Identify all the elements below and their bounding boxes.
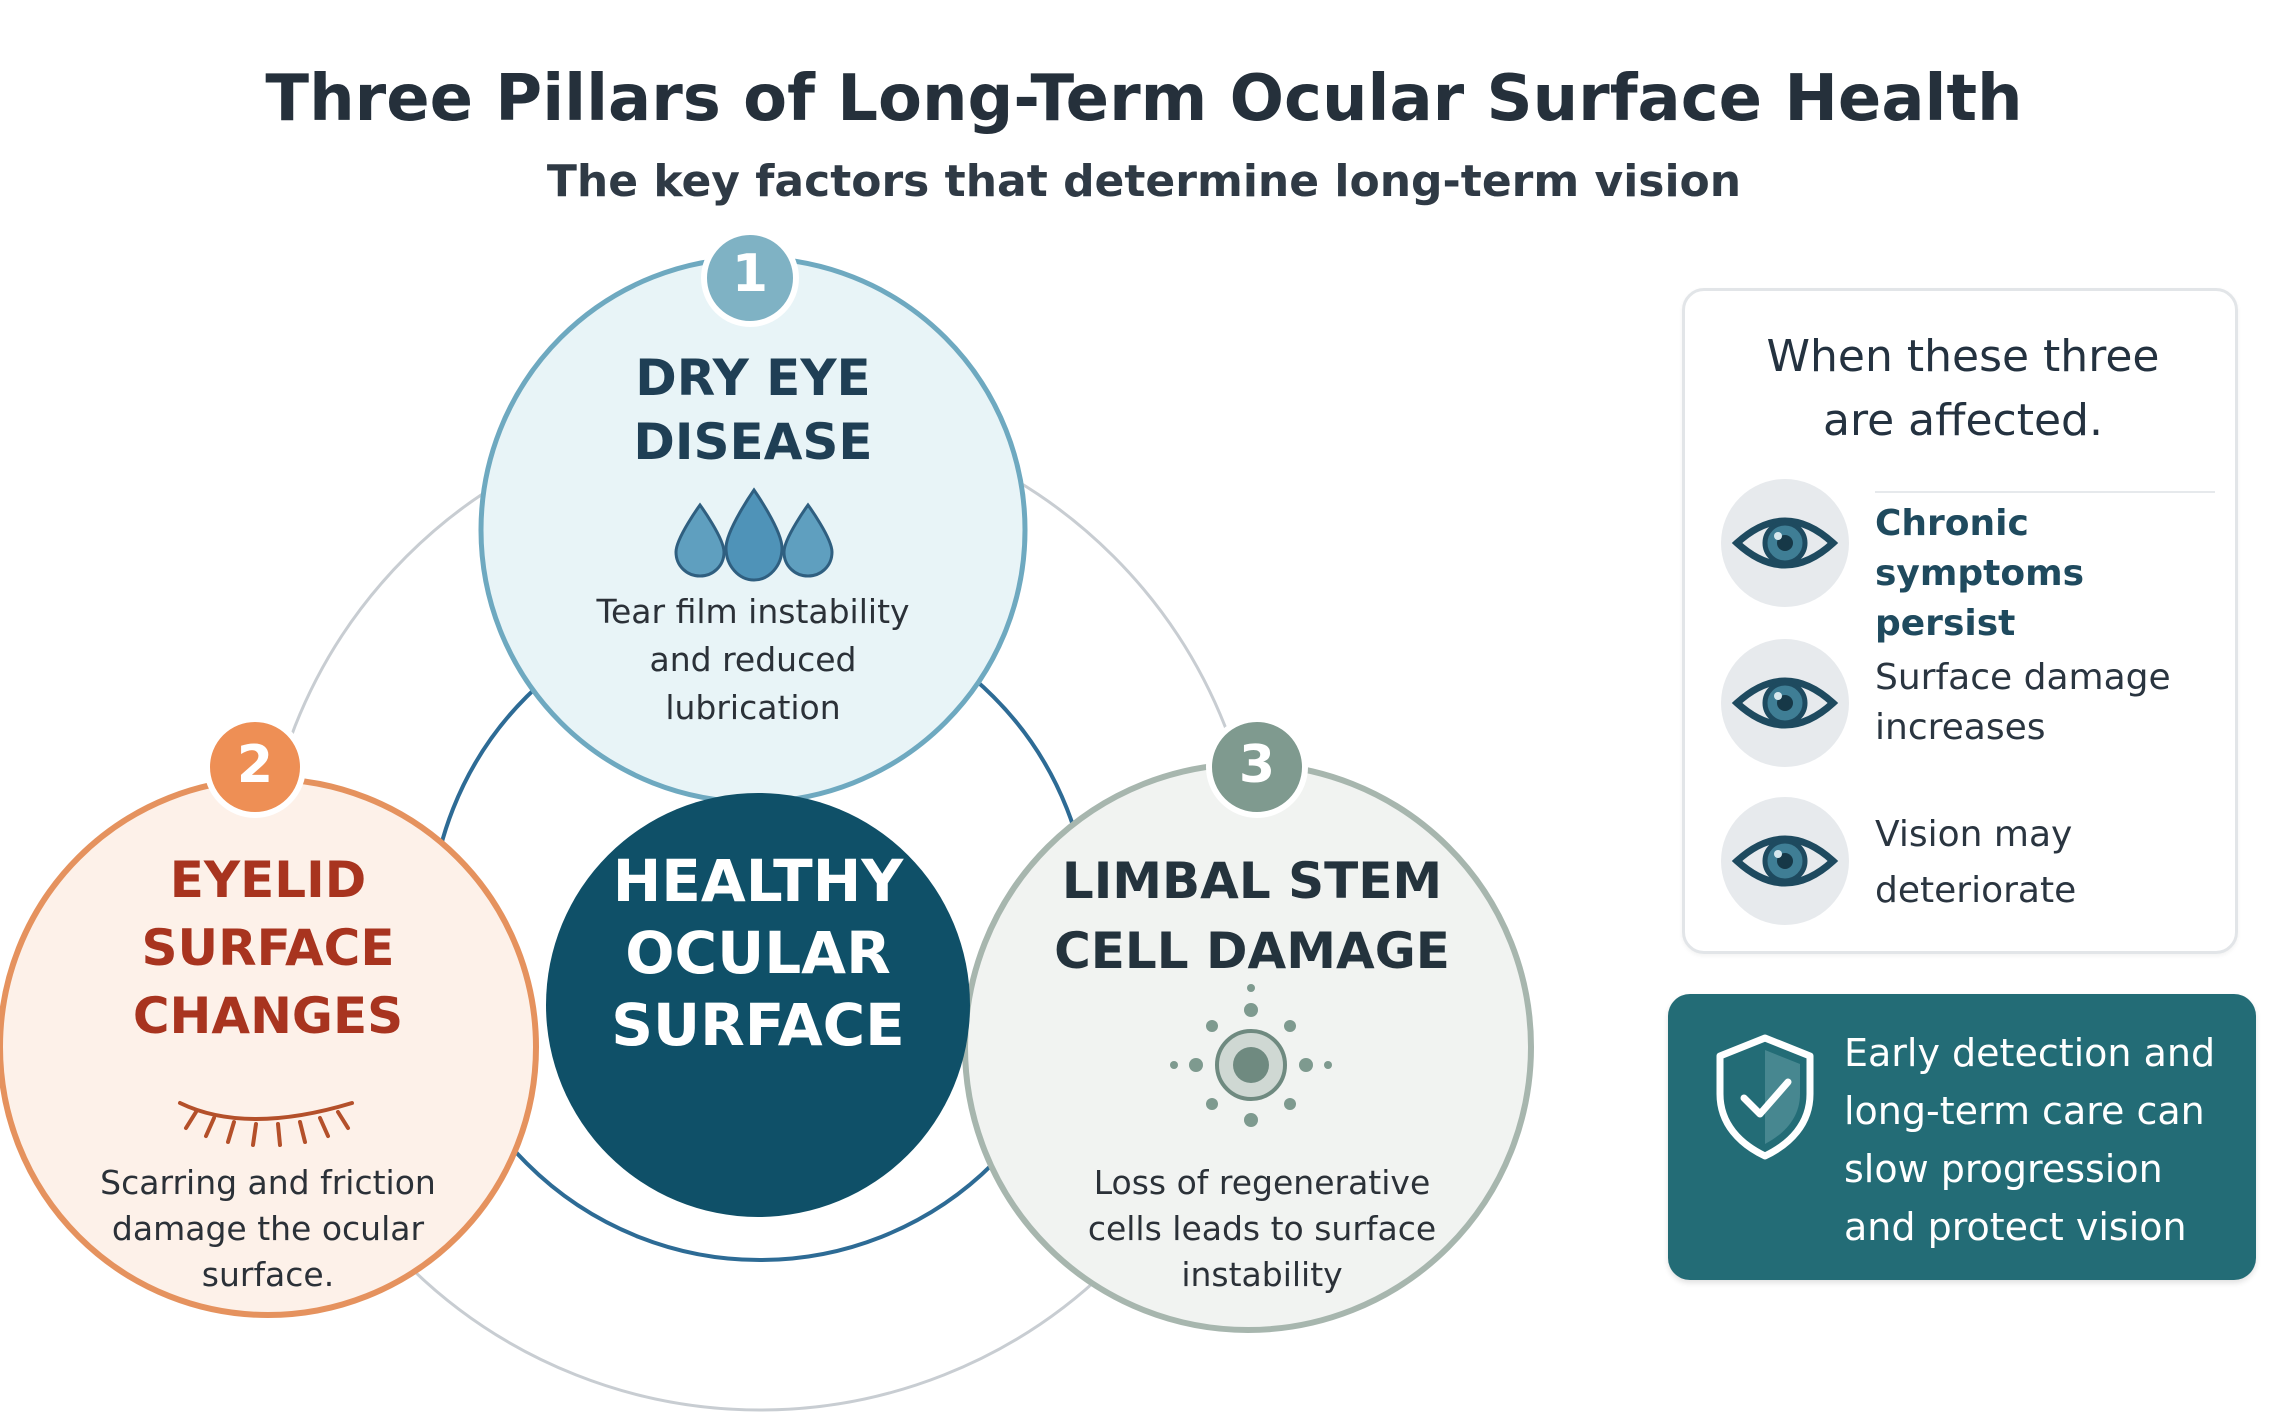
badge-3-number: 3 [1238, 735, 1276, 795]
panel-item-2-icon-wrap [1721, 639, 1849, 767]
closed-eyelid-icon [178, 1101, 354, 1147]
pillar-2-description: Scarring and friction damage the ocular … [100, 1163, 436, 1294]
pillar-3-description: Loss of regenerative cells leads to surf… [1087, 1163, 1437, 1294]
effects-panel: When these three are affected. Chronic s… [1682, 288, 2238, 954]
eye-icon [1731, 677, 1839, 729]
panel-item-3-text: Vision may deteriorate [1875, 814, 2077, 911]
pillar-1-title: DRY EYE DISEASE [633, 349, 873, 471]
shield-check-icon [1716, 1034, 1814, 1160]
badge-2-number: 2 [236, 735, 274, 795]
stem-cell-icon [1170, 984, 1332, 1127]
panel-item-2-text: Surface damage increases [1875, 657, 2171, 748]
center-circle [546, 793, 970, 1217]
panel-divider [1875, 491, 2215, 493]
badge-2 [204, 716, 306, 818]
badge-1-number: 1 [731, 244, 769, 304]
eye-icon [1731, 517, 1839, 569]
tear-drops-icon [674, 487, 834, 582]
badge-3 [1206, 716, 1308, 818]
panel-heading: When these three are affected. [1766, 331, 2160, 446]
early-detection-callout: Early detection and long-term care can s… [1668, 994, 2256, 1280]
page-title: Three Pillars of Long-Term Ocular Surfac… [265, 62, 2023, 136]
panel-item-1-icon-wrap [1721, 479, 1849, 607]
page-subtitle: The key factors that determine long-term… [546, 156, 1742, 207]
pillars-diagram [0, 229, 1534, 1412]
pillar-3-title: LIMBAL STEM CELL DAMAGE [1054, 852, 1450, 980]
center-label: HEALTHY OCULAR SURFACE [611, 847, 905, 1059]
callout-text: Early detection and long-term care can s… [1844, 1031, 2216, 1249]
pillar-1-description: Tear film instability and reduced lubric… [596, 592, 910, 727]
pillar-2-title: EYELID SURFACE CHANGES [132, 851, 404, 1045]
panel-item-3-icon-wrap [1721, 797, 1849, 925]
eye-icon [1731, 835, 1839, 887]
badge-1 [701, 229, 799, 327]
panel-item-1-text: Chronic symptoms persist [1875, 503, 2085, 644]
